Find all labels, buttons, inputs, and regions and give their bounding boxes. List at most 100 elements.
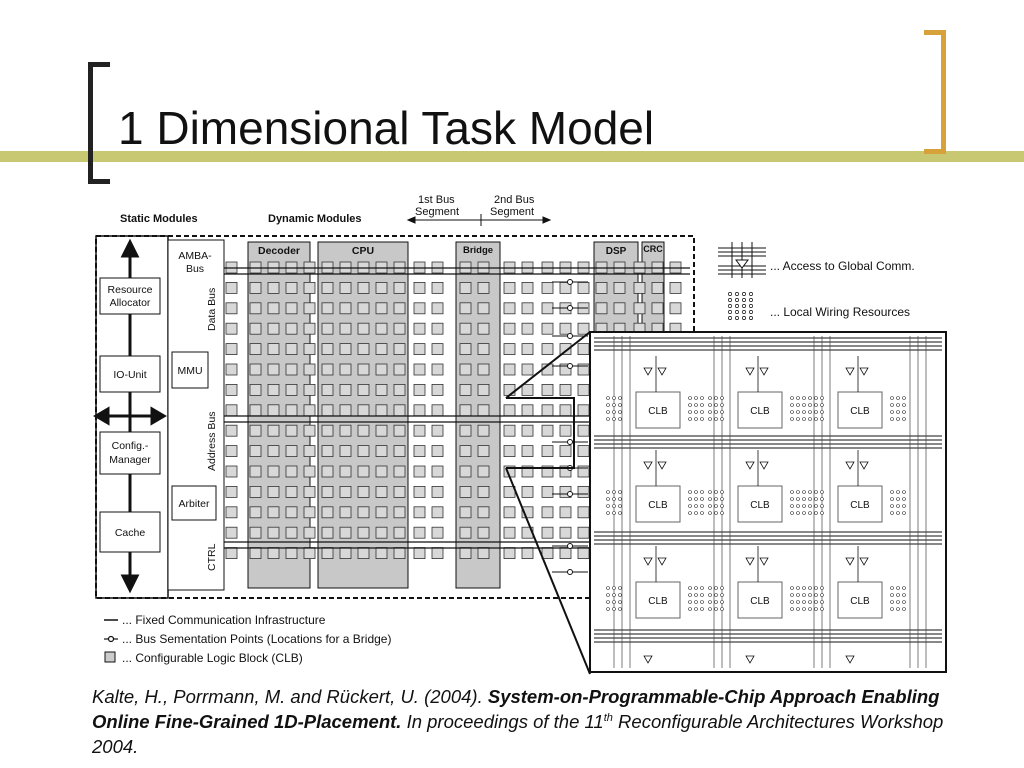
clb-cell (225, 424, 238, 437)
clb-cell (225, 383, 238, 396)
citation-venue-b: Reconfigurable Architectures Workshop 20… (92, 711, 944, 757)
clb-cell (375, 547, 388, 560)
clb-cell (413, 547, 426, 560)
clb-cell (459, 465, 472, 478)
clb-cell (339, 383, 352, 396)
inset-dot (790, 504, 794, 508)
seg-point (567, 333, 573, 339)
inset-clb-label: CLB (850, 500, 870, 511)
clb-cell (541, 465, 554, 478)
clb-cell (303, 465, 316, 478)
clb-cell (431, 465, 444, 478)
clb-cell (413, 343, 426, 356)
inset-dot (618, 593, 622, 597)
clb-cell (357, 383, 370, 396)
inset-dot (688, 417, 692, 421)
inset-dot (618, 504, 622, 508)
inset-dot (700, 593, 704, 597)
inset-dot (896, 396, 900, 400)
inset-dot (802, 410, 806, 414)
inset-dot (606, 504, 610, 508)
inset-dot (720, 504, 724, 508)
clb-cell (613, 302, 626, 315)
clb-cell (225, 343, 238, 356)
inset-dot (688, 600, 692, 604)
inset-clb (837, 485, 883, 523)
clb-cell (559, 465, 572, 478)
inset-dot (694, 410, 698, 414)
inset-dot (802, 593, 806, 597)
clb-cell (357, 445, 370, 458)
clb-cell (339, 485, 352, 498)
inset-dot (808, 504, 812, 508)
clb-cell (651, 282, 664, 294)
clb-cell (477, 363, 490, 376)
inset-dot (796, 403, 800, 407)
clb-cell (633, 282, 646, 294)
inset-dot (796, 511, 800, 515)
inset-dot (796, 490, 800, 494)
inset-dot (890, 396, 894, 400)
inset-dot (802, 497, 806, 501)
clb-cell (521, 282, 534, 294)
clb-cell (559, 322, 572, 335)
inset-dot (902, 410, 906, 414)
clb-cell (459, 343, 472, 356)
clb-cell (521, 322, 534, 335)
inset-dot (902, 600, 906, 604)
inset-dot (814, 600, 818, 604)
clb-cell (357, 547, 370, 560)
bus-segment-2-line1: 2nd Bus (494, 194, 535, 206)
clb-cell (431, 506, 444, 519)
inset-dot (700, 410, 704, 414)
inset-dot (790, 396, 794, 400)
clb-cell (477, 343, 490, 356)
zoom-lines (505, 331, 591, 675)
clb-cell (357, 343, 370, 356)
clb-cell (339, 526, 352, 539)
clb-cell (393, 547, 406, 560)
clb-cell (267, 383, 280, 396)
inset-dot (714, 396, 718, 400)
inset-dot (708, 403, 712, 407)
inset-dot (688, 586, 692, 590)
clb-cell (357, 506, 370, 519)
clb-cell (477, 506, 490, 519)
clb-cell (431, 282, 444, 294)
bracket-right (924, 30, 946, 154)
clb-cell (267, 526, 280, 539)
inset-dot (694, 504, 698, 508)
inset-dot (694, 586, 698, 590)
clb-cell (357, 485, 370, 498)
clb-cell (321, 404, 334, 417)
clb-cell (267, 547, 280, 560)
clb-cell (357, 465, 370, 478)
clb-cell (413, 445, 426, 458)
inset-dot (820, 586, 824, 590)
inset-dot (890, 410, 894, 414)
inset-dot (612, 497, 616, 501)
inset-dot (790, 511, 794, 515)
clb-cell (267, 282, 280, 294)
inset-dot (796, 593, 800, 597)
clb-cell (477, 424, 490, 437)
inset-dot (814, 403, 818, 407)
inset-dot (820, 403, 824, 407)
clb-cell (413, 322, 426, 335)
inset-dot (720, 403, 724, 407)
inset-dot (688, 396, 692, 400)
inset-dot (808, 396, 812, 400)
clb-cell (521, 485, 534, 498)
inset-dot (790, 586, 794, 590)
inset-dot (688, 607, 692, 611)
clb-cell (321, 363, 334, 376)
clb-cell (303, 363, 316, 376)
clb-cell (459, 445, 472, 458)
clb-cell (393, 322, 406, 335)
clb-cell (321, 506, 334, 519)
clb-cell (267, 322, 280, 335)
inset-dot (700, 396, 704, 400)
legend-clb-symbol (104, 651, 116, 663)
legend-fixed-comm: ... Fixed Communication Infrastructure (122, 613, 326, 627)
